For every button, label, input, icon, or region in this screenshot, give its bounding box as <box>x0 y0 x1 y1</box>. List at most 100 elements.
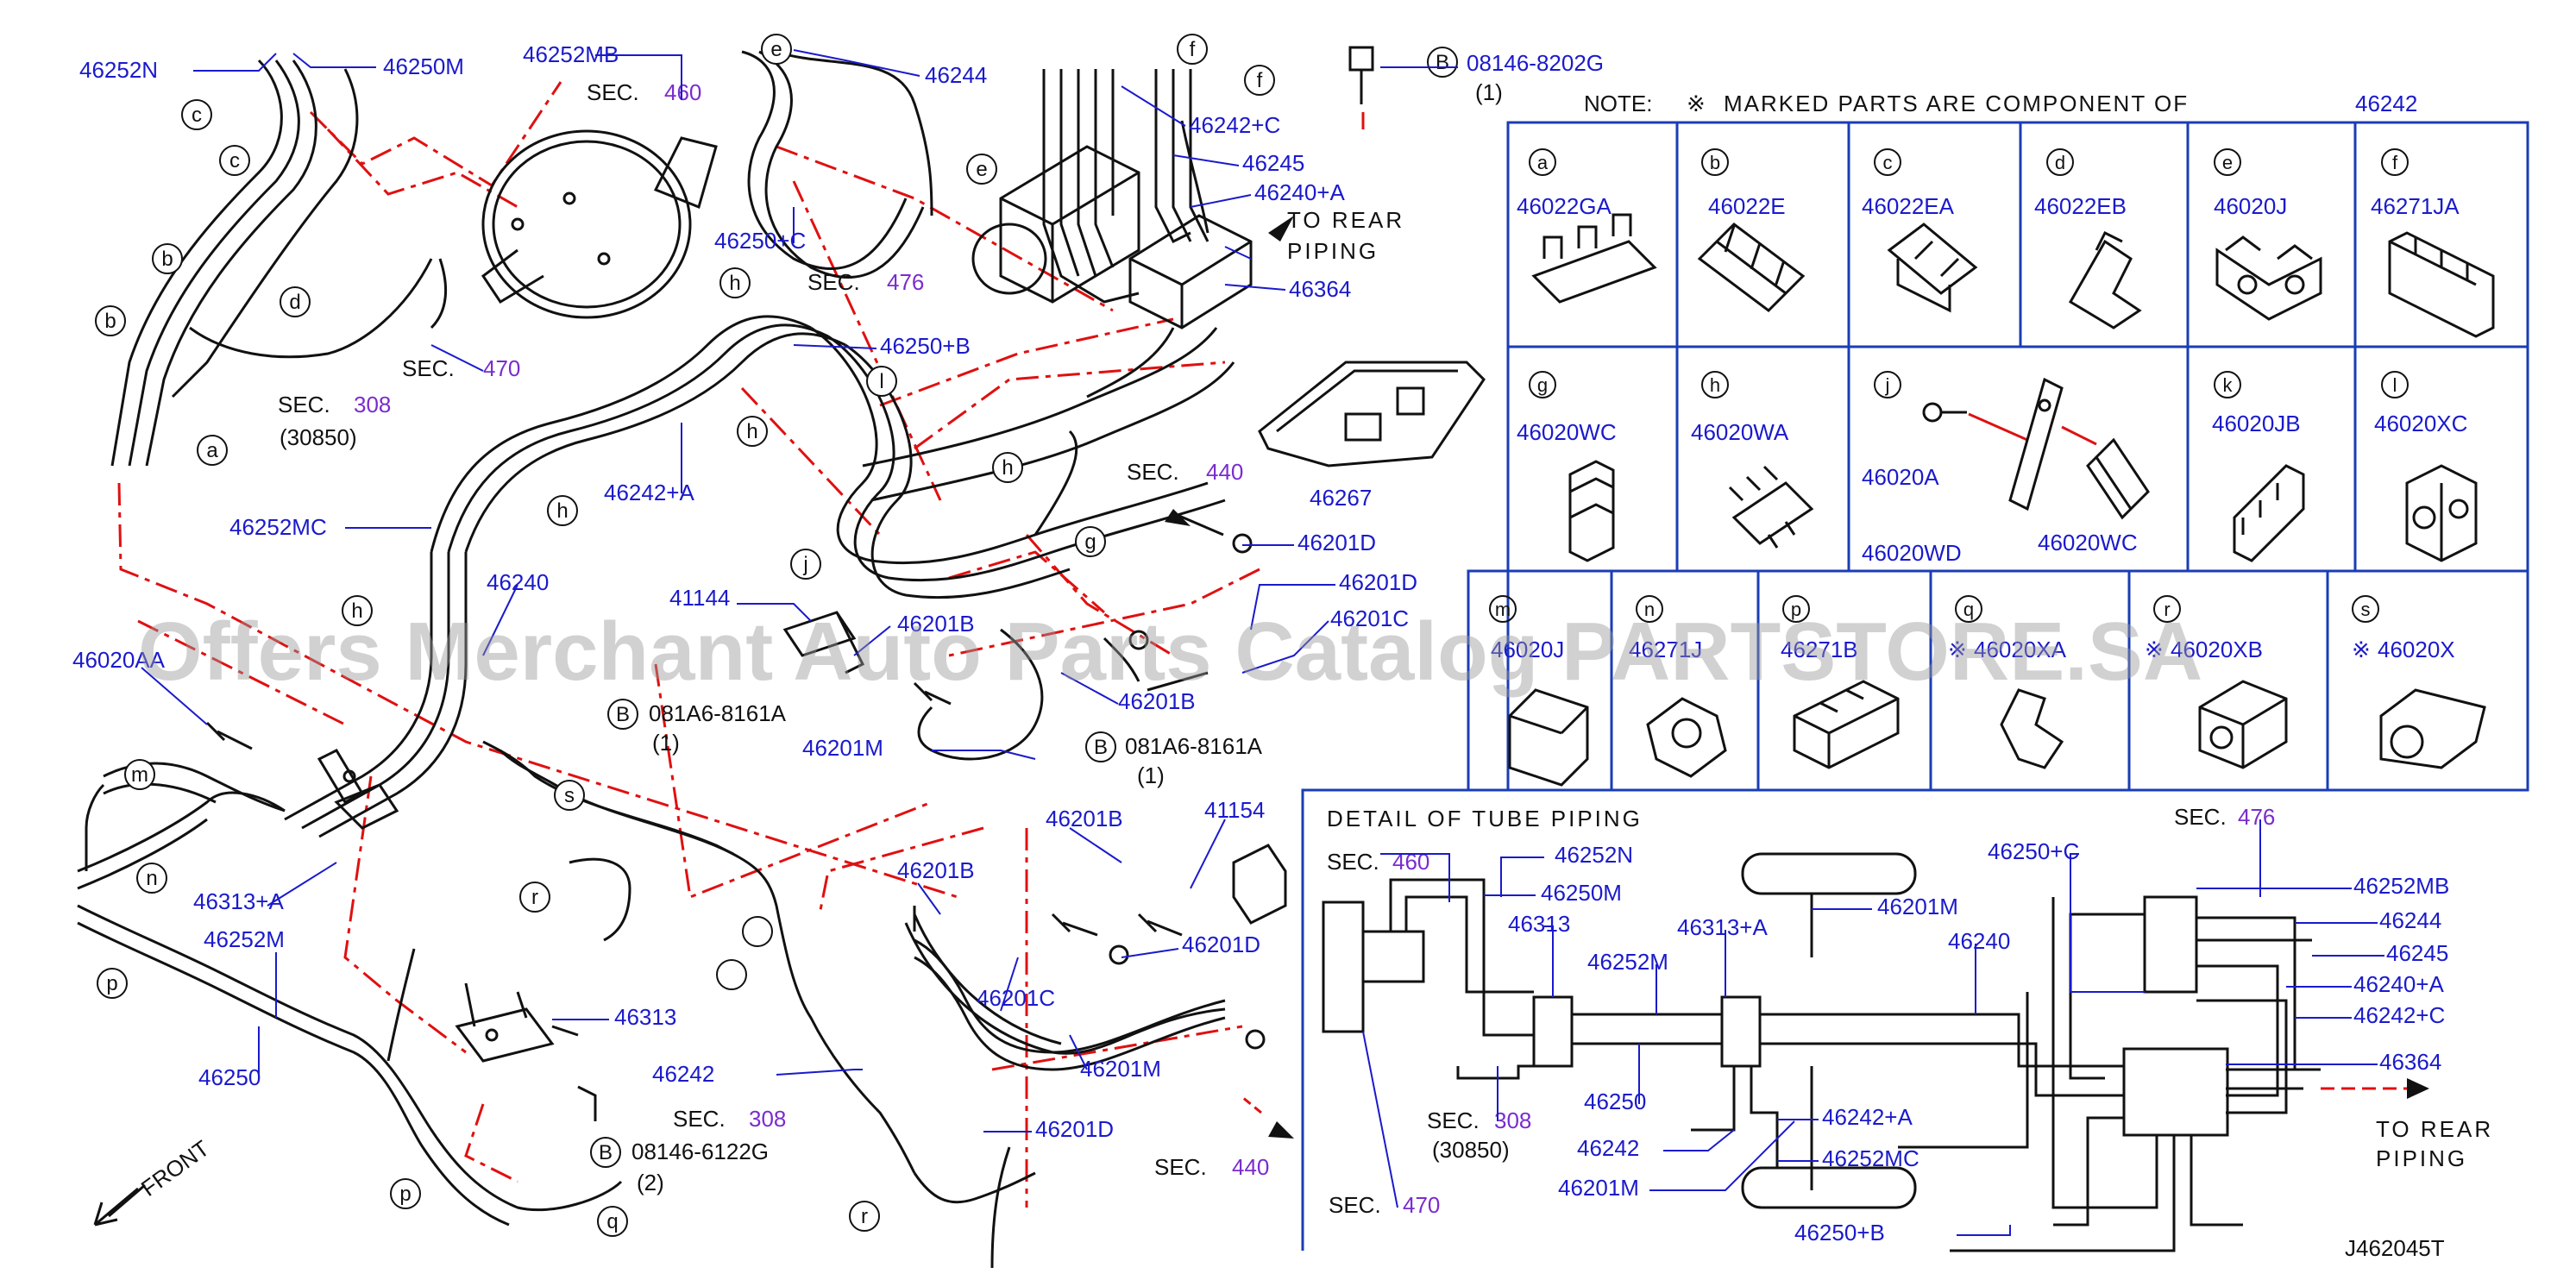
svg-text:f: f <box>1190 38 1196 61</box>
callout-e: e <box>966 154 997 185</box>
svg-text:SEC.: SEC. <box>278 392 330 417</box>
svg-text:h: h <box>1710 374 1720 396</box>
svg-text:l: l <box>2393 374 2397 396</box>
svg-text:46242: 46242 <box>1577 1135 1639 1161</box>
svg-text:46252M: 46252M <box>204 926 285 952</box>
cell-part: 46020XC <box>2374 411 2467 436</box>
clip-46020J-icon <box>2215 235 2322 321</box>
cell-n: n 46271J <box>1629 595 1727 778</box>
svg-text:SEC.: SEC. <box>1127 459 1179 485</box>
svg-text:46250+B: 46250+B <box>1794 1220 1885 1245</box>
svg-text:46201D: 46201D <box>1182 932 1260 957</box>
svg-text:46240: 46240 <box>487 569 549 595</box>
svg-text:SEC.: SEC. <box>587 79 639 105</box>
callout-q: r <box>519 882 550 913</box>
bracket-46020WD-icon <box>2008 377 2064 511</box>
svg-text:g: g <box>1084 530 1096 554</box>
callout-s <box>716 959 747 990</box>
svg-text:46313+A: 46313+A <box>1677 914 1768 940</box>
svg-text:46313: 46313 <box>1508 911 1570 937</box>
cell-part: 46020XA <box>1974 637 2067 662</box>
svg-text:46201M: 46201M <box>802 735 883 761</box>
callout-B: B <box>607 699 638 730</box>
to-rear-top-2: PIPING <box>1287 238 1379 264</box>
clip-46022GA-icon <box>1531 213 1657 304</box>
svg-text:470: 470 <box>483 355 520 381</box>
bolt-icon <box>1922 402 1967 423</box>
arrow-rear-icon <box>2407 1078 2429 1099</box>
callout-h: h <box>547 495 578 526</box>
svg-text:h: h <box>1002 456 1013 480</box>
svg-text:46250+B: 46250+B <box>880 333 971 359</box>
svg-text:j: j <box>1885 374 1890 396</box>
cell-part: 46020JB <box>2212 411 2301 436</box>
callout-r: s <box>554 780 585 811</box>
svg-text:46252MC: 46252MC <box>1822 1145 1919 1171</box>
clip-46020WC-icon <box>2086 437 2150 520</box>
note-text: MARKED PARTS ARE COMPONENT OF <box>1724 91 2189 116</box>
callout-b: b <box>95 305 126 336</box>
svg-text:46364: 46364 <box>2379 1049 2441 1075</box>
svg-text:46252N: 46252N <box>1555 842 1633 868</box>
marked-symbol: ※ <box>1948 637 1967 662</box>
svg-text:r: r <box>861 1205 868 1228</box>
svg-text:n: n <box>1644 599 1655 620</box>
cell-part: 46022GA <box>1517 193 1612 219</box>
cell-part: 46022EB <box>2034 193 2127 219</box>
svg-text:46313+A: 46313+A <box>193 888 284 914</box>
svg-text:46364: 46364 <box>1289 276 1351 302</box>
svg-text:c: c <box>192 104 202 127</box>
junction-block-46364 <box>2122 1047 2229 1137</box>
svg-text:476: 476 <box>2238 804 2275 830</box>
cell-part: 46020X <box>2378 637 2455 662</box>
clip-46020X-icon <box>2379 688 2486 769</box>
cell-m: m 46020J <box>1489 595 1589 787</box>
callout-j: j <box>790 549 821 580</box>
cell-part: 46020J <box>2214 193 2287 219</box>
svg-text:g: g <box>1537 374 1548 396</box>
svg-text:46242: 46242 <box>652 1061 714 1087</box>
svg-text:f: f <box>2392 152 2398 173</box>
clip-46020WC-icon <box>1568 460 1615 562</box>
abs-actuator <box>2143 895 2198 994</box>
cell-k: k 46020JB <box>2212 371 2305 562</box>
svg-text:41144: 41144 <box>669 585 730 611</box>
callout-q: r <box>849 1201 880 1232</box>
bracket-46313-icon <box>455 982 579 1063</box>
detail-title: DETAIL OF TUBE PIPING <box>1327 806 1643 831</box>
svg-text:c: c <box>1883 152 1893 173</box>
svg-text:B: B <box>616 703 630 726</box>
clip-46022EA-icon <box>1887 223 1978 313</box>
to-rear-line2: PIPING <box>2376 1145 2467 1171</box>
callout-b: b <box>152 243 183 274</box>
svg-text:(2): (2) <box>637 1170 664 1195</box>
svg-text:46201B: 46201B <box>1046 806 1123 831</box>
note-prefix: NOTE: <box>1584 91 1652 116</box>
svg-text:46250M: 46250M <box>383 53 464 79</box>
cell-part: 46020XB <box>2171 637 2263 662</box>
svg-text:460: 460 <box>1392 849 1429 875</box>
cell-g: g 46020WC <box>1517 371 1617 562</box>
cell-j: j 46020A 46020WD 46020WC <box>1862 371 2150 566</box>
svg-text:SEC.: SEC. <box>1427 1107 1480 1133</box>
cell-part: 46022EA <box>1862 193 1955 219</box>
svg-text:46201B: 46201B <box>1118 688 1196 714</box>
svg-text:a: a <box>206 439 218 462</box>
svg-text:q: q <box>606 1210 618 1233</box>
cell-part: 46271JA <box>2371 193 2460 219</box>
svg-text:308: 308 <box>749 1106 786 1132</box>
svg-text:08146-8202G: 08146-8202G <box>1467 50 1604 76</box>
callout-f: f <box>1244 65 1275 96</box>
cell-d: d 46022EB <box>2034 148 2142 329</box>
svg-text:46201M: 46201M <box>1877 894 1958 919</box>
callout-c: c <box>181 99 212 130</box>
svg-text:46201C: 46201C <box>1330 605 1409 631</box>
svg-text:440: 440 <box>1232 1154 1269 1180</box>
svg-text:46250+C: 46250+C <box>714 228 806 254</box>
svg-text:46252MC: 46252MC <box>229 514 327 540</box>
svg-text:46245: 46245 <box>1242 150 1304 176</box>
to-rear-top-1: TO REAR <box>1287 207 1404 233</box>
cell-c: c 46022EA <box>1862 148 1978 313</box>
to-rear-line1: TO REAR <box>2376 1116 2493 1142</box>
